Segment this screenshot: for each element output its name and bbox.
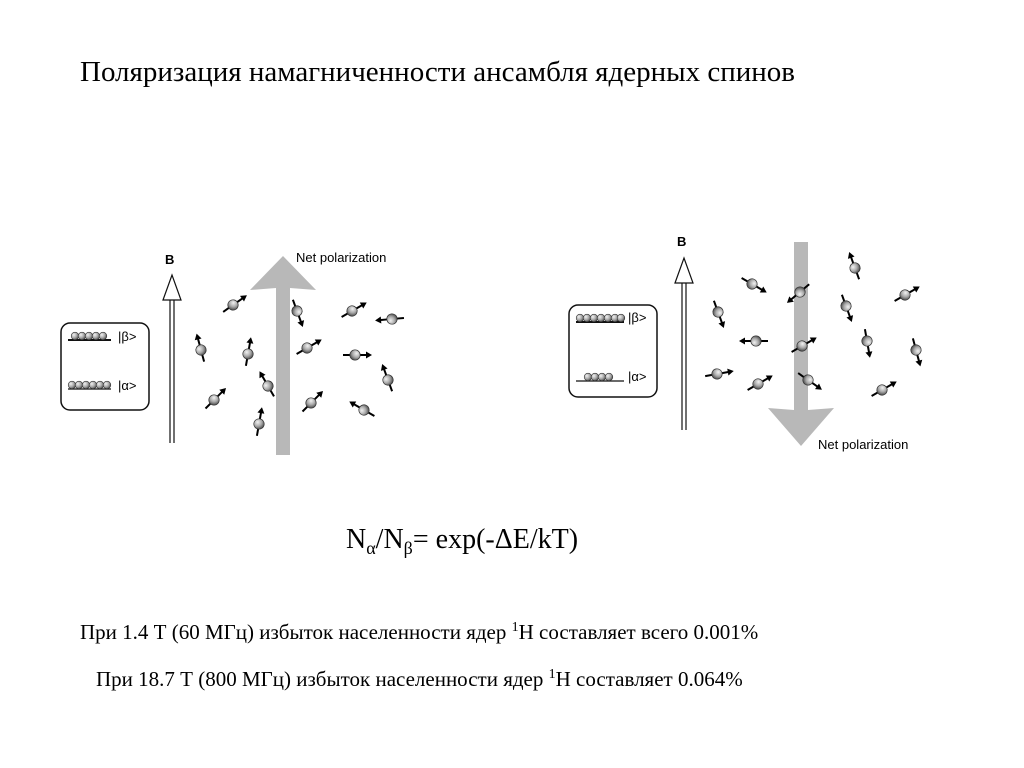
right-field-label: B bbox=[677, 234, 686, 249]
right-spin bbox=[840, 294, 854, 322]
left-spin bbox=[375, 313, 405, 325]
right-spin bbox=[712, 300, 726, 328]
left-spin bbox=[301, 390, 324, 413]
left-energy-level-box bbox=[60, 322, 150, 411]
right-spins bbox=[705, 252, 923, 397]
left-alpha-population bbox=[67, 380, 112, 390]
left-spin bbox=[204, 387, 227, 410]
right-alpha-population bbox=[583, 372, 614, 382]
left-net-polarization-arrow bbox=[250, 256, 316, 455]
left-spin bbox=[380, 364, 394, 392]
right-spin bbox=[705, 368, 734, 380]
right-spin bbox=[871, 381, 897, 397]
left-field-label: B bbox=[165, 252, 174, 267]
formula-sub-beta: β bbox=[403, 538, 413, 558]
right-spin bbox=[741, 277, 767, 293]
right-spin bbox=[786, 283, 810, 303]
note-60mhz-sup: 1 bbox=[511, 620, 519, 635]
right-field-arrow bbox=[674, 256, 694, 430]
left-spin bbox=[341, 302, 367, 318]
left-polarization-label: Net polarization bbox=[296, 250, 386, 265]
left-field-arrow bbox=[162, 273, 182, 443]
right-spin bbox=[739, 335, 768, 347]
note-800mhz-end: Н составляет 0.064% bbox=[555, 667, 743, 691]
left-spin bbox=[242, 337, 254, 366]
left-ket-beta: |β> bbox=[118, 329, 136, 344]
left-spin bbox=[253, 407, 265, 436]
formula-n-beta: /N bbox=[375, 524, 404, 555]
right-polarization-label: Net polarization bbox=[818, 437, 908, 452]
right-spin bbox=[894, 286, 920, 302]
note-60mhz: При 1.4 Т (60 МГц) избыток населенности … bbox=[80, 620, 758, 645]
formula-n-alpha: N bbox=[346, 524, 367, 555]
left-spin bbox=[222, 295, 247, 313]
right-energy-level-box bbox=[568, 304, 658, 398]
left-spin bbox=[194, 333, 207, 362]
note-60mhz-text: При 1.4 Т (60 МГц) избыток населенности … bbox=[80, 620, 512, 644]
right-spin bbox=[747, 375, 773, 391]
right-spin bbox=[861, 329, 873, 358]
formula-rhs: = exp(-ΔE/kT) bbox=[412, 524, 579, 555]
boltzmann-formula: Nα/Nβ= exp(-ΔE/kT) bbox=[346, 524, 578, 559]
right-ket-alpha: |α> bbox=[628, 369, 646, 384]
left-beta-population bbox=[70, 331, 108, 341]
left-ket-alpha: |α> bbox=[118, 378, 136, 393]
right-beta-population bbox=[575, 313, 626, 323]
left-spins bbox=[194, 295, 405, 436]
left-spin bbox=[343, 349, 372, 361]
note-800mhz: При 18.7 Т (800 МГц) избыток населенност… bbox=[96, 667, 743, 692]
left-spin bbox=[291, 299, 305, 327]
left-diagram: |β> |α> B Net polarization bbox=[60, 250, 405, 455]
right-ket-beta: |β> bbox=[628, 310, 646, 325]
left-spin bbox=[296, 339, 322, 355]
right-spin bbox=[910, 338, 923, 367]
note-800mhz-sup: 1 bbox=[548, 667, 556, 682]
page-title: Поляризация намагниченности ансамбля яде… bbox=[80, 56, 796, 88]
note-60mhz-end: Н составляет всего 0.001% bbox=[518, 620, 759, 644]
right-diagram: |β> |α> B Net polarization bbox=[568, 234, 923, 452]
note-800mhz-text: При 18.7 Т (800 МГц) избыток населенност… bbox=[96, 667, 549, 691]
left-spin bbox=[349, 401, 375, 417]
right-spin bbox=[791, 337, 817, 353]
right-spin bbox=[847, 252, 861, 280]
formula-sub-alpha: α bbox=[366, 538, 376, 558]
left-spin bbox=[259, 371, 275, 397]
right-spin bbox=[797, 372, 822, 390]
